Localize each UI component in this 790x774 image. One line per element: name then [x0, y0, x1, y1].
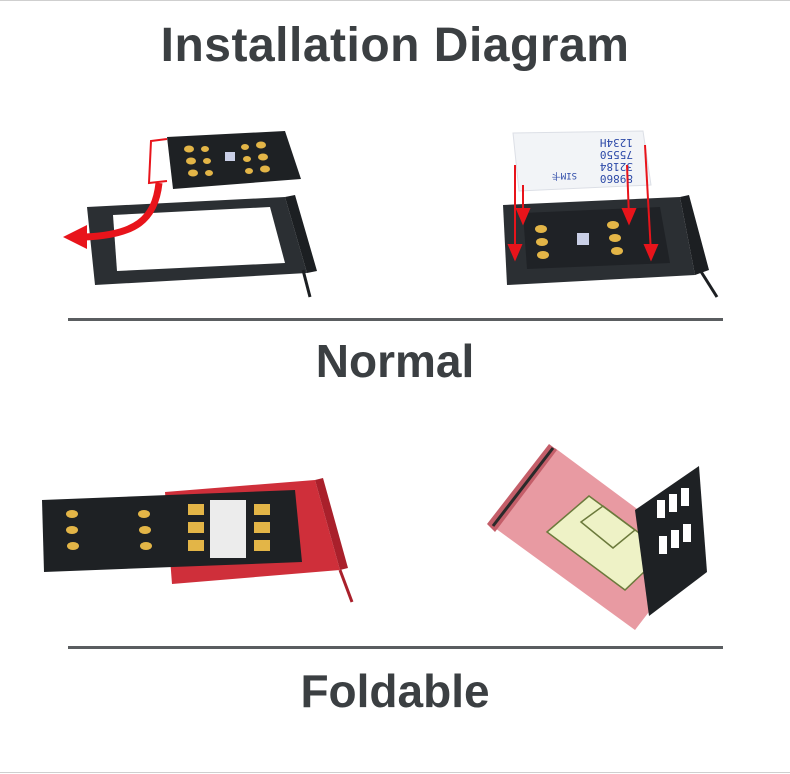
section-divider-normal: [68, 318, 723, 321]
gold-contacts: [184, 141, 270, 177]
normal-step2-illustration: 89860 32184 75550 1234H SIM卡: [503, 130, 719, 298]
page-title: Installation Diagram: [160, 19, 630, 72]
section-divider-foldable: [68, 646, 723, 649]
bottom-border: [0, 772, 790, 773]
gold-contacts: [535, 221, 623, 259]
overlay-card-flat: [42, 490, 302, 572]
sim-card: 89860 32184 75550 1234H SIM卡: [512, 130, 652, 192]
top-border: [0, 0, 790, 1]
sim-card-number-3: 75550: [600, 148, 633, 161]
sim-card-number-2: 32184: [600, 160, 633, 173]
sim-card-number-1: 89860: [600, 172, 633, 185]
section-label-normal: Normal: [315, 335, 475, 387]
sim-card-brand: SIM卡: [552, 170, 577, 182]
overlay-card-folded: [635, 466, 707, 616]
overlay-card: [167, 131, 301, 189]
black-sim-tray-with-overlay: [503, 195, 719, 298]
foldable-flat-illustration: [42, 478, 354, 603]
insert-arrow: [63, 138, 168, 249]
black-sim-tray: [87, 195, 317, 298]
section-label-foldable: Foldable: [300, 665, 490, 717]
gold-contacts: [66, 504, 270, 551]
normal-step1-illustration: [63, 131, 317, 298]
sim-card-number-4: 1234H: [600, 136, 633, 149]
foldable-folded-illustration: [487, 444, 707, 630]
placement-arrows: [507, 144, 659, 262]
